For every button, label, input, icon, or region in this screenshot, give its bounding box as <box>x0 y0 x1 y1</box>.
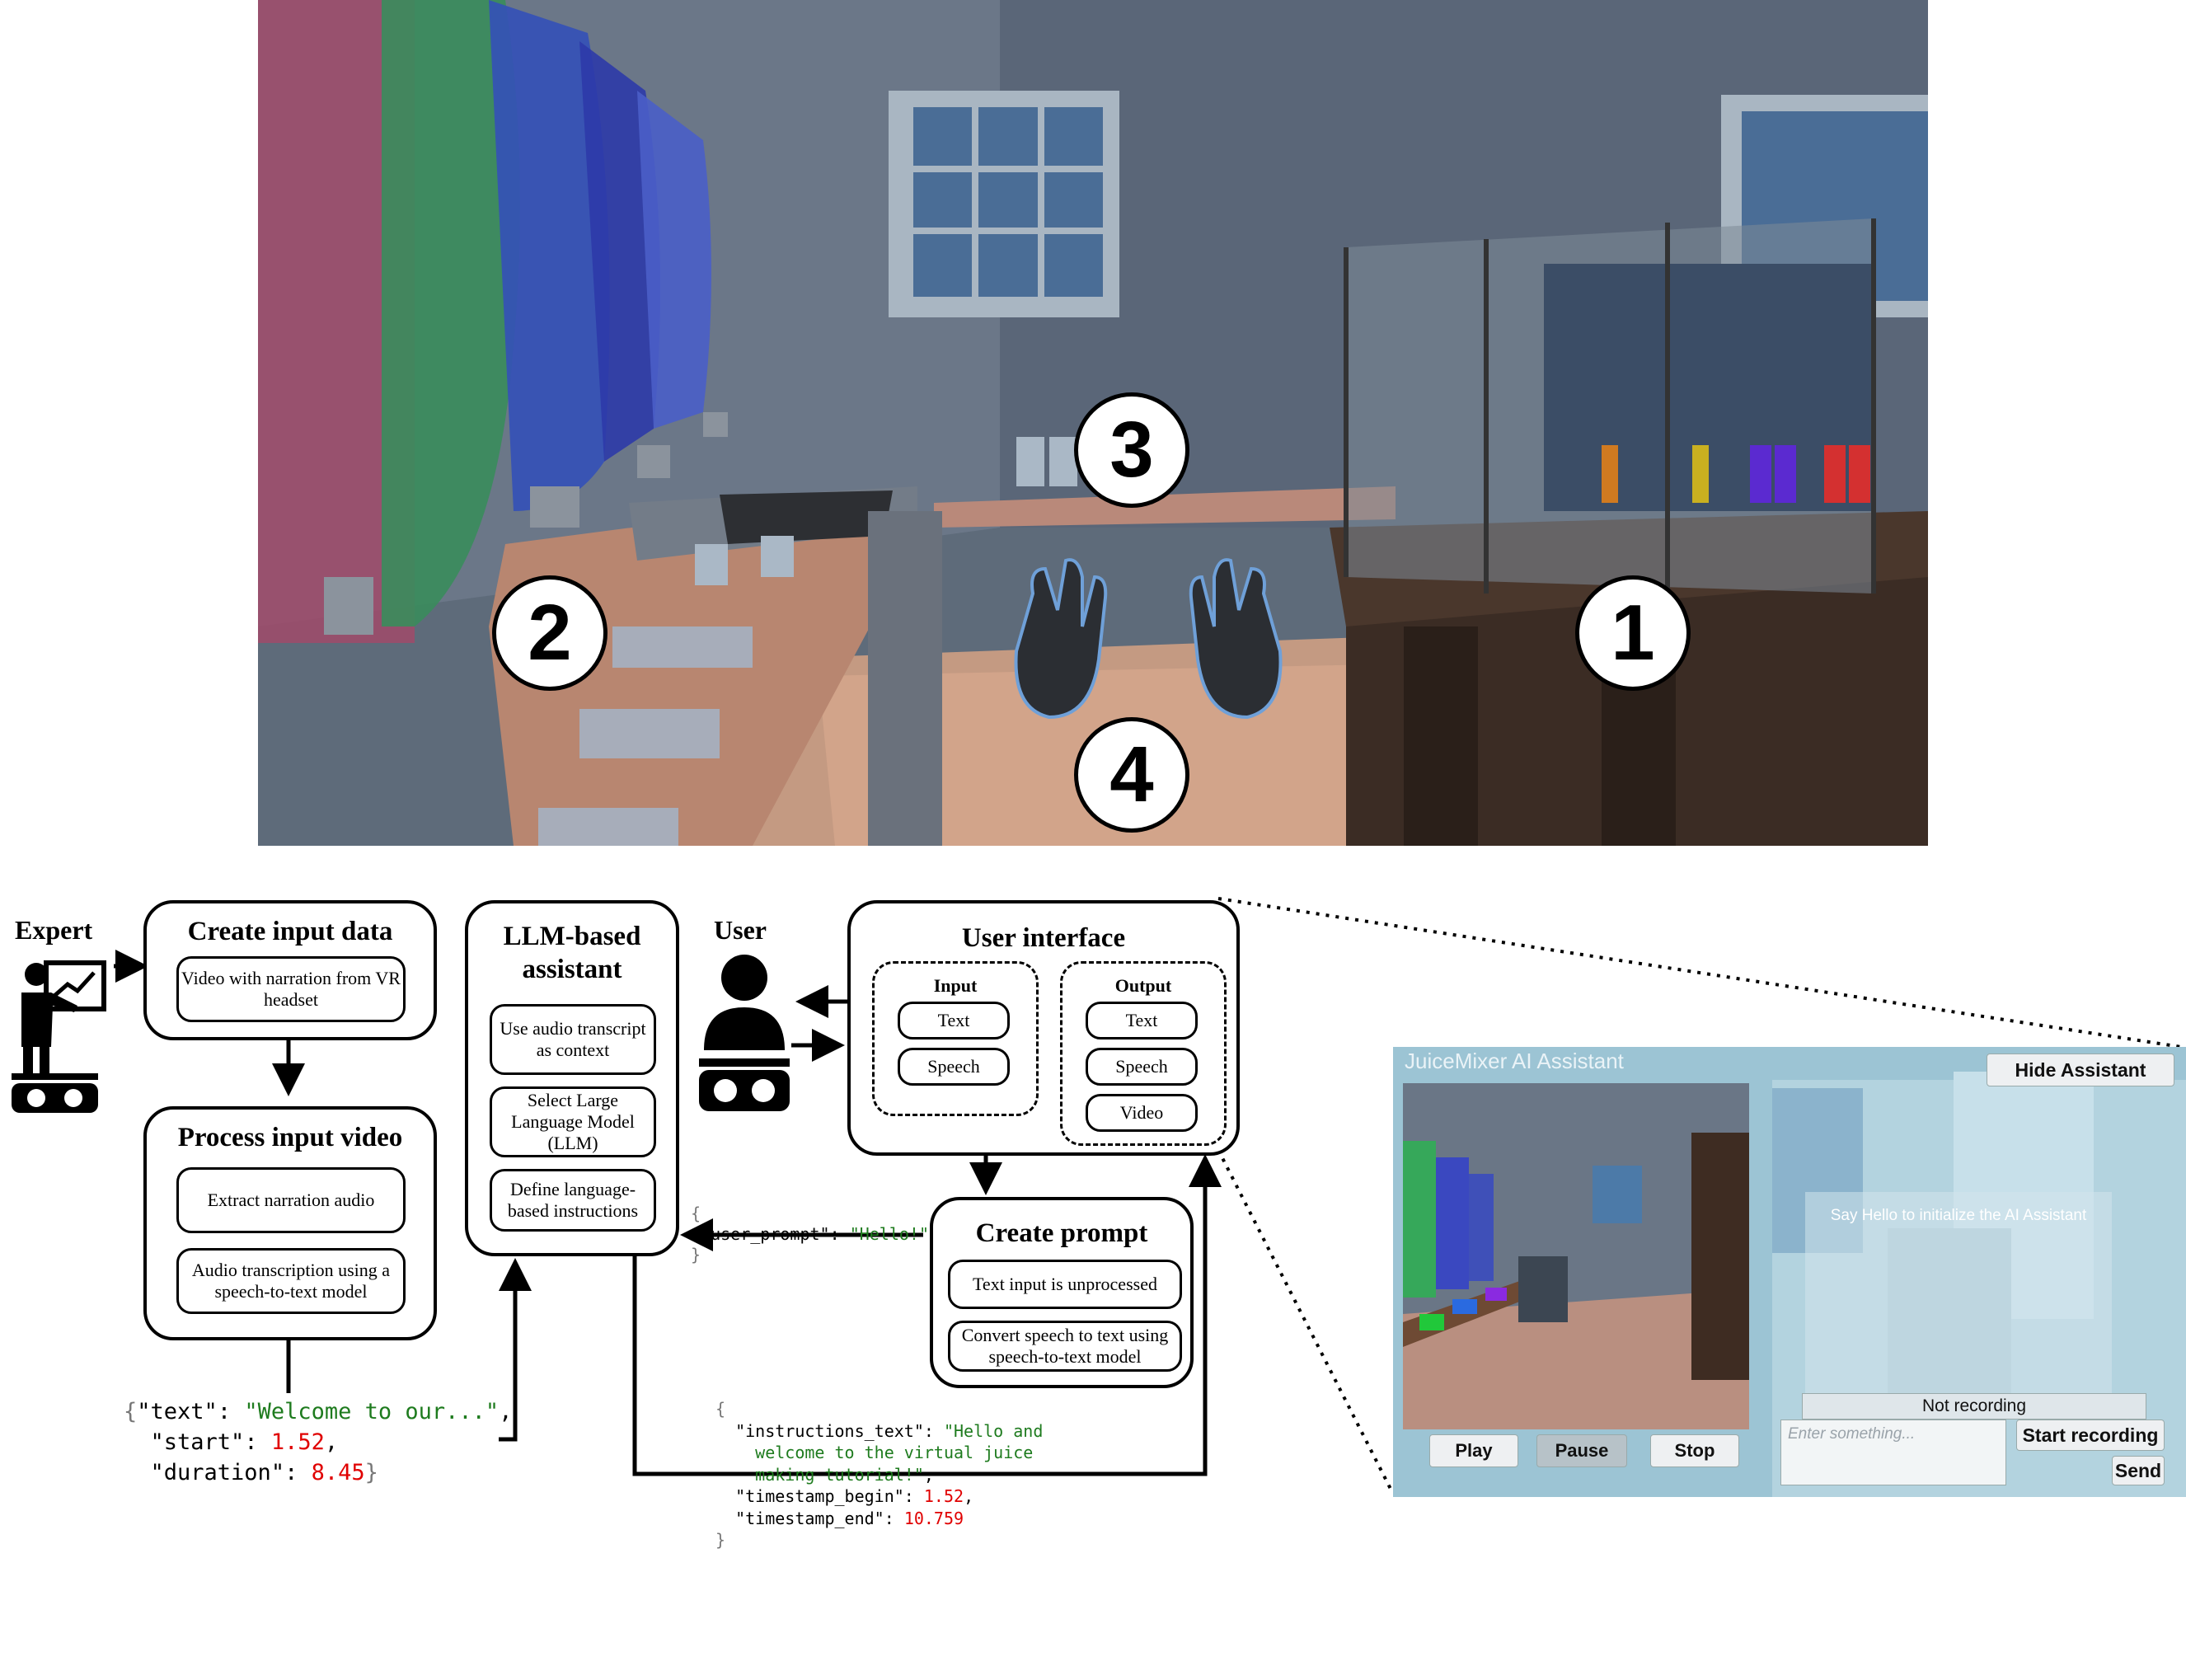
process-input-video-box: Process input video Extract narration au… <box>143 1106 437 1340</box>
vr-scene-drawing <box>258 0 1928 846</box>
video-frame-drawing <box>1403 1083 1749 1429</box>
transcript-duration-value: 8.45 <box>311 1460 365 1485</box>
timestamp-begin-key: "timestamp_begin" <box>735 1486 904 1506</box>
ui-input-title: Input <box>933 975 978 996</box>
expert-label: Expert <box>15 915 93 945</box>
expert-presenter-icon <box>12 960 106 1113</box>
ui-output-group: Output Text Speech Video <box>1060 961 1227 1146</box>
play-button[interactable]: Play <box>1429 1434 1518 1467</box>
create-input-data-box: Create input data Video with narration f… <box>143 900 437 1040</box>
create-prompt-box: Create prompt Text input is unprocessed … <box>930 1197 1194 1388</box>
transcription-item: Audio transcription using a speech-to-te… <box>176 1248 406 1314</box>
instructions-text-key: "instructions_text" <box>735 1420 924 1441</box>
message-input[interactable]: Enter something... <box>1780 1420 2006 1485</box>
transcript-start-value: 1.52 <box>270 1429 325 1455</box>
pause-button[interactable]: Pause <box>1536 1434 1627 1467</box>
llm-assistant-box: LLM-based assistant Use audio transcript… <box>465 900 679 1256</box>
stop-button[interactable]: Stop <box>1650 1434 1739 1467</box>
timestamp-end-value: 10.759 <box>903 1508 964 1528</box>
user-interface-box: User interface Input Text Speech Output … <box>847 900 1240 1156</box>
instructions-text-value-1: "Hello and <box>943 1420 1044 1441</box>
process-video-title: Process input video <box>177 1123 403 1152</box>
ui-input-text: Text <box>898 1002 1010 1039</box>
transcript-text-key: "text" <box>137 1399 218 1424</box>
assistant-ui-panel: JuiceMixer AI Assistant Hide Assistant S… <box>1393 1047 2186 1497</box>
instructions-json: { "instructions_text": "Hello and welcom… <box>715 1399 1044 1550</box>
text-unprocessed-item: Text input is unprocessed <box>948 1260 1182 1309</box>
user-prompt-value: "Hello!" <box>849 1224 930 1244</box>
badge-2: 2 <box>492 575 607 691</box>
assistant-title: JuiceMixer AI Assistant <box>1405 1049 1624 1073</box>
transcript-duration-key: "duration" <box>150 1460 285 1485</box>
audio-context-item: Use audio transcript as context <box>490 1004 656 1075</box>
start-recording-button[interactable]: Start recording <box>2016 1420 2165 1451</box>
ui-input-group: Input Text Speech <box>872 961 1039 1116</box>
ui-input-speech: Speech <box>898 1048 1010 1086</box>
video-preview[interactable] <box>1403 1083 1749 1429</box>
recording-status: Not recording <box>1802 1393 2146 1420</box>
badge-1: 1 <box>1575 575 1691 691</box>
badge-4: 4 <box>1074 717 1189 833</box>
ui-output-speech: Speech <box>1086 1048 1198 1086</box>
user-label: User <box>714 915 767 945</box>
transcript-json: {"text": "Welcome to our...", "start": 1… <box>124 1399 513 1485</box>
message-input-placeholder: Enter something... <box>1788 1425 1916 1443</box>
user-person-icon <box>699 955 790 1111</box>
hint-panel: Say Hello to initialize the AI Assistant <box>1805 1192 2112 1398</box>
hide-assistant-button[interactable]: Hide Assistant <box>1987 1054 2174 1086</box>
convert-speech-item: Convert speech to text using speech-to-t… <box>948 1321 1182 1372</box>
ui-output-text: Text <box>1086 1002 1198 1039</box>
ui-title: User interface <box>961 923 1126 953</box>
create-prompt-title: Create prompt <box>975 1218 1148 1248</box>
instructions-text-value-2: welcome to the virtual juice <box>755 1443 1034 1462</box>
ui-output-video: Video <box>1086 1094 1198 1132</box>
transcript-text-value: "Welcome to our..." <box>244 1399 500 1424</box>
vr-scene-screenshot: 1 2 3 4 <box>258 0 1928 846</box>
create-input-title: Create input data <box>187 917 393 946</box>
timestamp-begin-value: 1.52 <box>923 1486 964 1506</box>
timestamp-end-key: "timestamp_end" <box>735 1508 884 1528</box>
badge-3: 3 <box>1074 392 1189 508</box>
extract-audio-item: Extract narration audio <box>176 1167 406 1233</box>
hint-text: Say Hello to initialize the AI Assistant <box>1830 1207 2087 1224</box>
ui-output-title: Output <box>1114 975 1172 996</box>
instructions-text-value-3: making tutorial!" <box>755 1464 924 1485</box>
select-llm-item: Select Large Language Model (LLM) <box>490 1086 656 1157</box>
user-prompt-json: { "user_prompt": "Hello!" } <box>691 1204 930 1265</box>
video-narration-item: Video with narration from VR headset <box>176 956 406 1022</box>
send-button[interactable]: Send <box>2112 1456 2165 1485</box>
instructions-item: Define language-based instructions <box>490 1169 656 1232</box>
llm-title: LLM-based assistant <box>503 922 641 984</box>
user-prompt-key: "user_prompt" <box>701 1224 830 1244</box>
transcript-start-key: "start" <box>150 1429 245 1455</box>
